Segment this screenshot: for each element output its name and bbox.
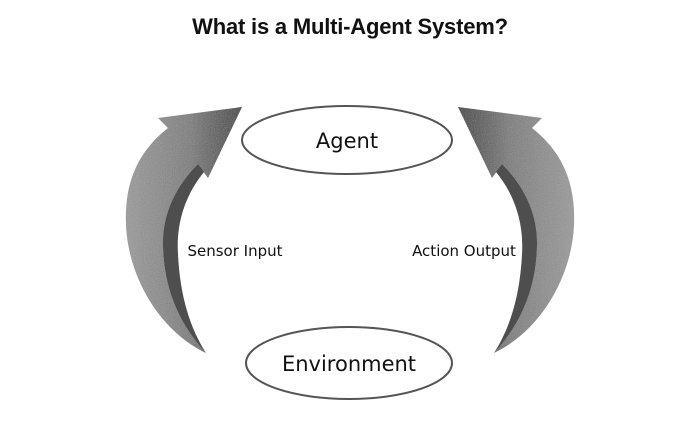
sensor-input-label: Sensor Input: [187, 242, 282, 260]
action-output-arrow-shadow: [494, 164, 538, 353]
sensor-input-arrow-body: [125, 107, 242, 353]
action-output-label: Action Output: [412, 242, 516, 260]
sensor-input-arrow: [125, 107, 242, 353]
action-output-arrow-body: [458, 107, 575, 353]
agent-label: Agent: [316, 129, 378, 153]
sensor-input-arrow-shadow: [162, 164, 206, 353]
environment-node: Environment: [245, 326, 453, 400]
environment-label: Environment: [282, 352, 416, 376]
environment-ellipse: [245, 326, 453, 400]
agent-ellipse: [241, 105, 453, 175]
diagram-title: What is a Multi-Agent System?: [192, 14, 508, 39]
action-output-arrow: [458, 107, 575, 353]
agent-node: Agent: [241, 105, 453, 175]
